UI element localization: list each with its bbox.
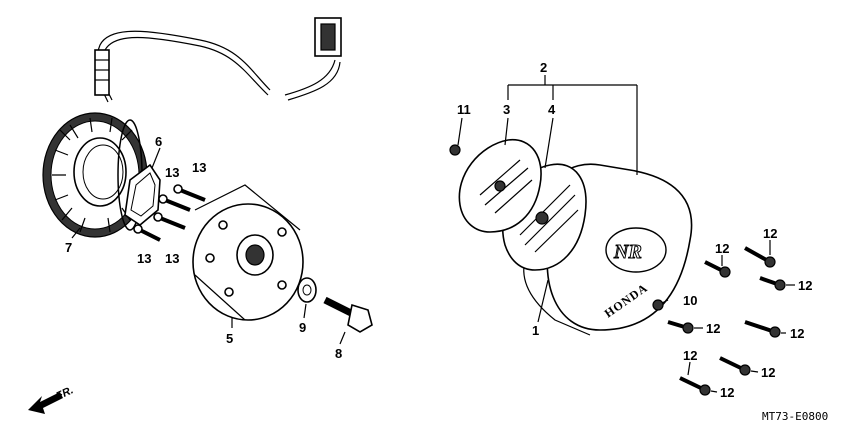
leader-lines: [71, 75, 795, 393]
bolt-12-c: [759, 276, 786, 291]
front-arrow-icon: [28, 392, 63, 414]
bolt-12-a: [704, 260, 731, 278]
callout-1: 1: [532, 323, 539, 338]
callout-9: 9: [299, 320, 306, 335]
bolt-12-g: [679, 376, 711, 396]
callout-12-b: 12: [715, 241, 729, 256]
wire-harness: [94, 30, 341, 103]
callout-3: 3: [503, 102, 510, 117]
callout-5: 5: [226, 331, 233, 346]
bolt-13-d: [133, 224, 161, 242]
cover-logo: NR: [613, 241, 642, 263]
bolt-11: [449, 144, 461, 156]
callout-10: 10: [683, 293, 697, 308]
bolt-13-a: [173, 184, 206, 202]
callout-13-d: 13: [165, 251, 179, 266]
callout-12-h: 12: [720, 385, 734, 400]
callout-8: 8: [335, 346, 342, 361]
gasket-6: [124, 163, 161, 226]
callout-2: 2: [540, 60, 547, 75]
bolt-13-b: [158, 194, 191, 212]
callout-12-e: 12: [790, 326, 804, 341]
callout-6: 6: [155, 134, 162, 149]
callout-12-d: 12: [706, 321, 720, 336]
bolt-12-d: [667, 320, 694, 334]
callout-13-a: 13: [165, 165, 179, 180]
callout-12-g: 12: [761, 365, 775, 380]
callout-13-c: 13: [137, 251, 151, 266]
wire-connector: [314, 17, 342, 57]
diagram-code: MT73-E0800: [762, 410, 828, 423]
callout-4: 4: [548, 102, 556, 117]
washer-9: [297, 277, 317, 303]
bolt-12-e: [744, 320, 781, 338]
callouts: 2 11 3 4 1 10 12 12 12 12 12 12 12 12 6 …: [65, 60, 812, 400]
callout-12-a: 12: [763, 226, 777, 241]
callout-7: 7: [65, 240, 72, 255]
flywheel-bolt-8: [323, 296, 373, 333]
bolt-13-c: [153, 212, 186, 230]
callout-13-b: 13: [192, 160, 206, 175]
bolt-12-b: [744, 246, 776, 268]
callout-12-c: 12: [798, 278, 812, 293]
flywheel: [192, 184, 304, 321]
front-direction-indicator: FR.: [28, 384, 75, 414]
callout-12-f: 12: [683, 348, 697, 363]
callout-11: 11: [457, 102, 471, 117]
cover-plate-3: [458, 139, 542, 233]
bolt-12-f: [719, 356, 751, 376]
bolt-10: [652, 299, 664, 311]
front-label: FR.: [54, 384, 75, 402]
